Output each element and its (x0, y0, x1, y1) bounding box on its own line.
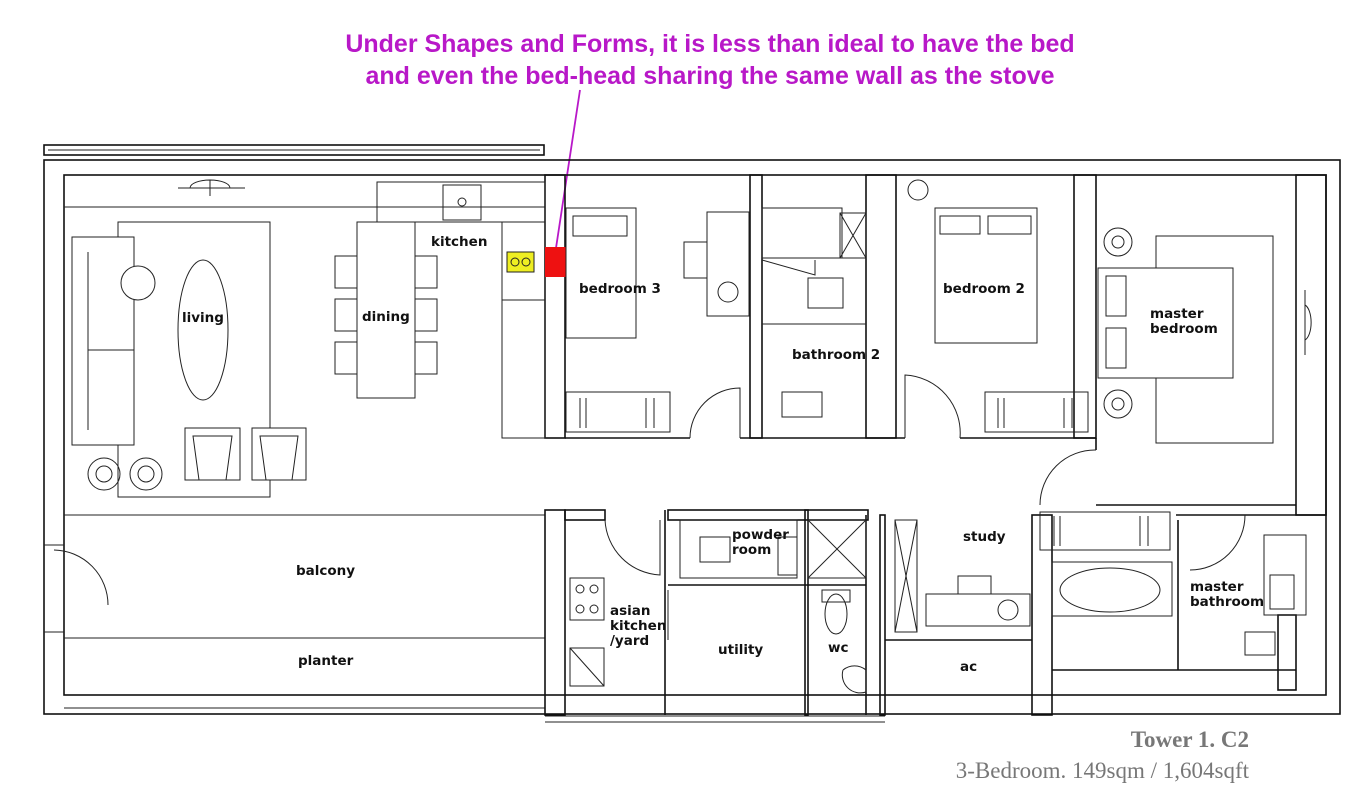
living-furniture (71, 179, 307, 498)
label-ac: ac (960, 659, 977, 675)
bathroom-2-fixtures (761, 207, 867, 418)
annotation-line-1: Under Shapes and Forms, it is less than … (345, 30, 1075, 58)
bedroom-2-furniture (907, 179, 1089, 433)
label-living: living (182, 310, 224, 326)
master-bedroom-furniture (1097, 227, 1312, 444)
study-master-bath-fixtures (925, 511, 1307, 656)
annotation-note: Under Shapes and Forms, it is less than … (250, 28, 1170, 92)
label-master-bedroom-line2: bedroom (1150, 321, 1218, 337)
label-master-bathroom-line1: master (1190, 579, 1244, 595)
label-utility: utility (718, 642, 763, 658)
label-balcony: balcony (296, 563, 355, 579)
label-bedroom-2: bedroom 2 (943, 281, 1025, 297)
label-powder-room-line1: powder (732, 527, 789, 543)
bedroom-3-furniture (565, 207, 750, 433)
service-fixtures (569, 519, 918, 694)
dining-kitchen-furniture (334, 181, 567, 439)
label-powder-room-line2: room (732, 542, 771, 558)
label-master-bathroom-line2: bathroom (1190, 594, 1264, 610)
label-asian-kitchen-line2: kitchen (610, 618, 666, 634)
label-bathroom-2: bathroom 2 (792, 347, 880, 363)
stove-icon (506, 251, 535, 273)
label-wc: wc (828, 640, 848, 656)
label-dining: dining (362, 309, 410, 325)
plan-title: Tower 1. C2 (1130, 727, 1249, 752)
label-bedroom-3: bedroom 3 (579, 281, 661, 297)
annotation-line-2: and even the bed-head sharing the same w… (365, 62, 1055, 90)
doors (44, 374, 1246, 640)
label-master-bedroom-line1: master (1150, 306, 1204, 322)
annotation-pointer-line (555, 89, 581, 249)
label-study: study (963, 529, 1006, 545)
label-kitchen: kitchen (431, 234, 487, 250)
plan-subtitle: 3-Bedroom. 149sqm / 1,604sqft (955, 758, 1249, 783)
stove-wall-highlight (545, 247, 567, 277)
label-planter: planter (298, 653, 354, 669)
label-asian-kitchen-line1: asian (610, 603, 651, 619)
label-asian-kitchen-line3: /yard (610, 633, 649, 649)
